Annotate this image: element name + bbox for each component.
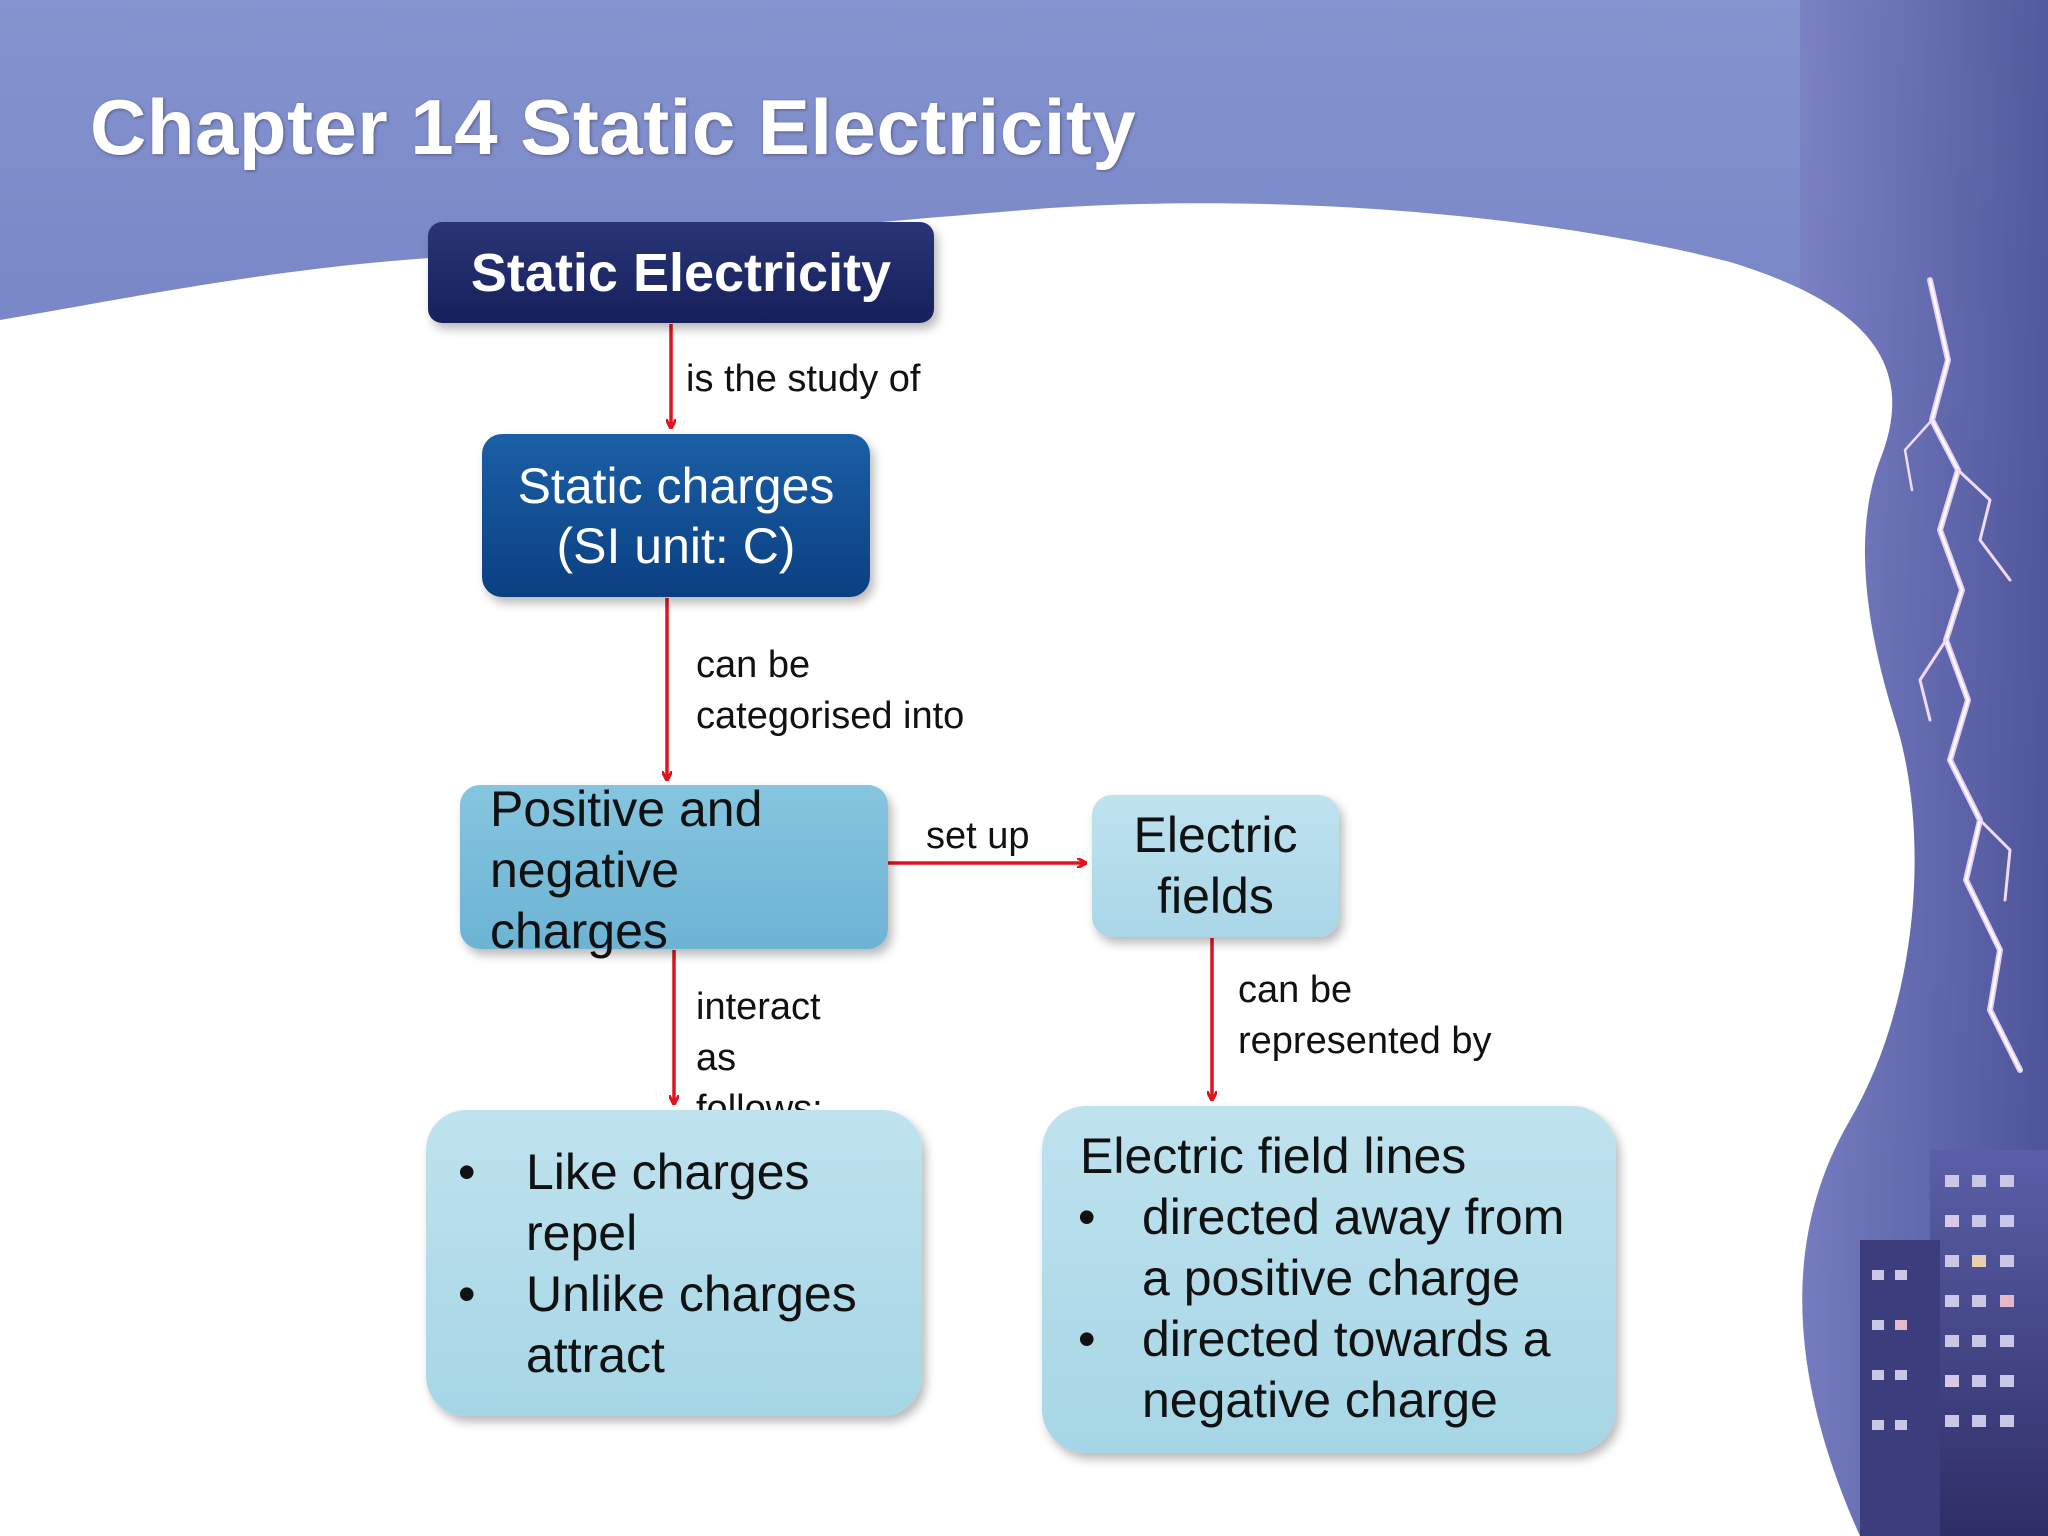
edge-label-line: categorised into xyxy=(696,695,965,737)
field-lines-heading: Electric field lines xyxy=(1080,1128,1467,1184)
list-item: • Unlike charges attract xyxy=(426,1264,922,1386)
bullet-mark: • xyxy=(1078,1311,1096,1367)
edge-label-line: represented by xyxy=(1238,1020,1492,1062)
node-electric-fields: Electric fields xyxy=(1092,795,1339,937)
edge-label-line: can be xyxy=(696,644,811,686)
lightning-bolt-icon xyxy=(1903,277,2023,1073)
bullet-mark: • xyxy=(458,1266,476,1322)
node-positive-negative-line-2: negative xyxy=(490,842,680,898)
building-silhouette xyxy=(1860,1150,2048,1536)
list-item: • directed away from a positive charge xyxy=(1042,1187,1616,1309)
charge-interaction-list: • Like charges repel • Unlike charges at… xyxy=(426,1142,922,1386)
bullet-mark: • xyxy=(1078,1189,1096,1245)
list-item: • Like charges repel xyxy=(426,1142,922,1264)
bullet-mark: • xyxy=(458,1144,476,1200)
edge-label-represented: can be represented by xyxy=(1238,965,1492,1067)
node-static-electricity-label: Static Electricity xyxy=(470,242,892,303)
list-item-line: a positive charge xyxy=(1142,1250,1521,1306)
list-item-line: directed towards a xyxy=(1142,1311,1551,1367)
edge-label-interact: interact as follows: xyxy=(696,982,823,1110)
list-item: • directed towards a negative charge xyxy=(1042,1309,1616,1431)
list-item-line: Like charges xyxy=(526,1144,810,1200)
edge-label-set-up: set up xyxy=(926,815,1030,857)
node-electric-fields-line-1: Electric xyxy=(1133,807,1298,863)
node-static-charges-line-1: Static charges xyxy=(517,457,835,514)
field-lines-list: • directed away from a positive charge •… xyxy=(1042,1187,1616,1431)
slide-title: Chapter 14 Static Electricity xyxy=(90,83,1137,171)
node-static-charges-line-2: (SI unit: C) xyxy=(556,517,796,574)
node-static-electricity: Static Electricity xyxy=(428,222,934,323)
node-positive-negative-line-3: charges xyxy=(490,903,668,959)
edge-label-categorised: can be categorised into xyxy=(696,640,964,742)
node-positive-negative-charges: Positive and negative charges xyxy=(460,781,888,959)
edge-label-line: follows: xyxy=(696,1088,823,1110)
list-item-line: repel xyxy=(526,1205,638,1261)
node-charge-interactions: • Like charges repel • Unlike charges at… xyxy=(426,1110,922,1416)
edge-label-line: interact xyxy=(696,986,821,1028)
edge-label-line: can be xyxy=(1238,969,1353,1011)
edge-label-line: as xyxy=(696,1037,737,1079)
node-electric-field-lines: Electric field lines • directed away fro… xyxy=(1042,1106,1616,1453)
node-positive-negative-line-1: Positive and xyxy=(490,781,763,837)
node-electric-fields-line-2: fields xyxy=(1157,868,1274,924)
node-static-charges: Static charges (SI unit: C) xyxy=(482,434,870,597)
list-item-line: Unlike charges xyxy=(526,1266,857,1322)
list-item-line: directed away from xyxy=(1142,1189,1565,1245)
content-panel xyxy=(0,203,1915,1536)
list-item-line: attract xyxy=(526,1327,665,1383)
list-item-line: negative charge xyxy=(1142,1372,1498,1428)
edge-label-study: is the study of xyxy=(686,358,921,400)
